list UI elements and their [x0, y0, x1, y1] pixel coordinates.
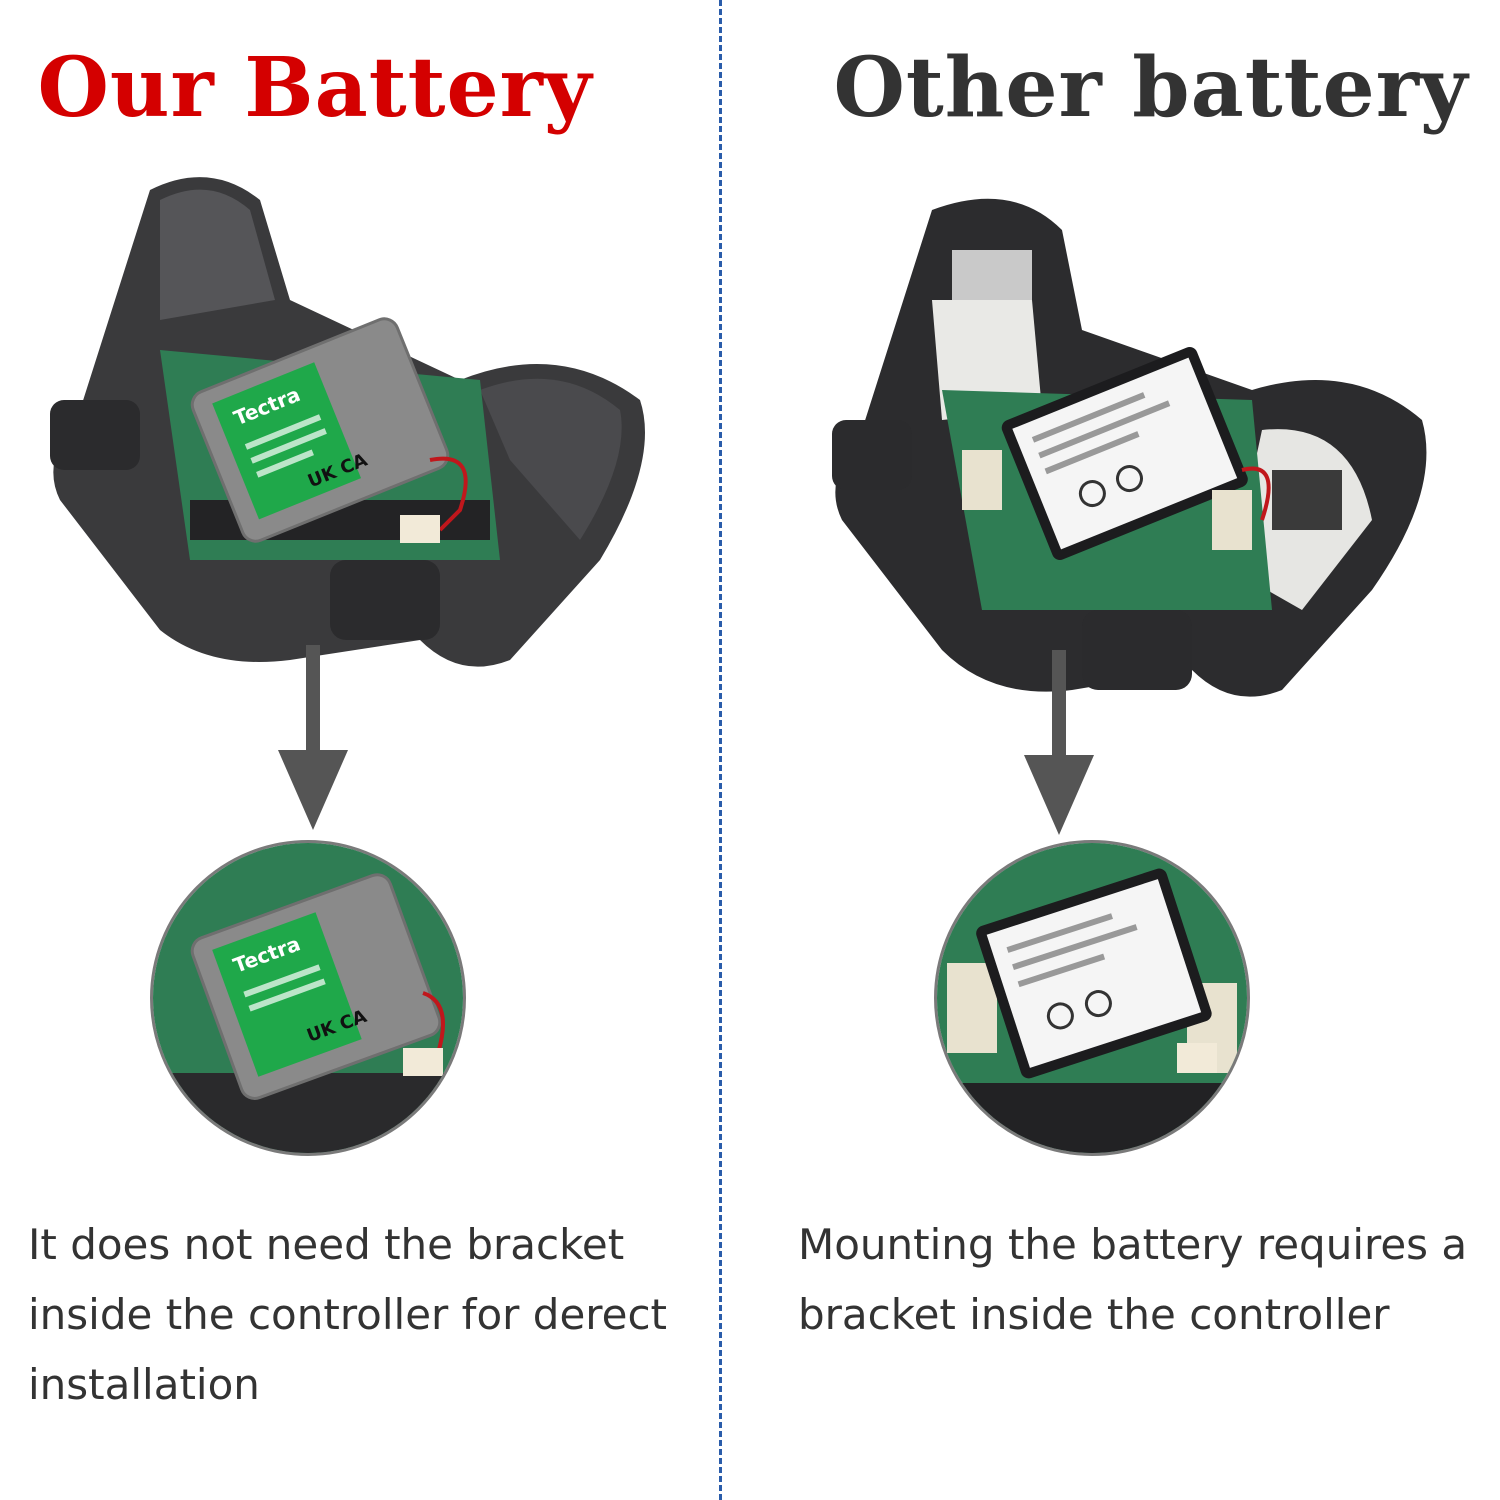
panel-our-battery: Our Battery Tectra UK CA: [0, 0, 720, 1500]
other-battery-controller-photo: [832, 198, 1427, 697]
panel-other-battery: Other battery: [722, 0, 1500, 1500]
other-battery-title: Other battery: [833, 40, 1469, 136]
arrow-down-icon: [278, 645, 348, 830]
other-battery-caption: Mounting the battery requires a bracket …: [798, 1220, 1468, 1339]
center-dashed-divider: [719, 0, 722, 1500]
our-battery-title: Our Battery: [37, 40, 593, 136]
arrow-down-icon: [1024, 650, 1094, 835]
our-battery-caption: It does not need the bracket inside the …: [28, 1220, 668, 1409]
our-battery-zoom-view: Tectra UK CA: [150, 840, 466, 1156]
other-battery-zoom-view: [934, 840, 1250, 1156]
our-battery-controller-photo: Tectra UK CA: [50, 177, 646, 667]
